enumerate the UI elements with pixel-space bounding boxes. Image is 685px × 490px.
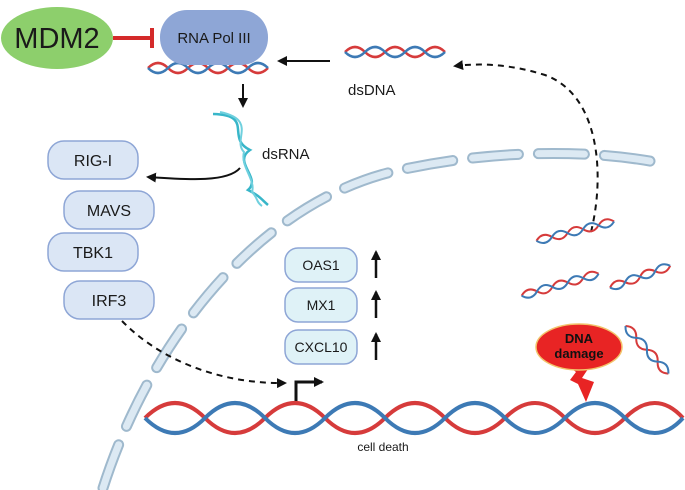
dsdna-label: dsDNA [348,82,396,99]
mdm2-label: MDM2 [14,23,99,55]
dna-damage-line1: DNA [565,331,594,346]
mdm2-inhibits-pol [113,28,154,48]
cytosolic-dna-fragment [535,218,615,245]
dna-damage-badge: DNA damage [535,323,623,402]
mavs-box: MAVS [63,190,155,230]
cytosolic-dna-to-dsdna-arrow [453,60,599,233]
rig-i-box: RIG-I [47,140,139,180]
oas1-box: OAS1 [284,247,358,283]
oas1-label: OAS1 [302,257,340,273]
tbk1-label: TBK1 [73,245,113,262]
rna-pol-iii-label: RNA Pol III [177,30,250,47]
dsrna-helix [212,111,269,207]
tbk1-box: TBK1 [47,232,139,272]
cxcl10-box: CXCL10 [284,329,358,365]
mx1-label: MX1 [307,297,336,313]
nuclear-membrane [97,147,671,490]
cytosolic-dna-fragment [609,263,672,291]
dsdna-helix [344,45,446,59]
mavs-label: MAVS [87,203,131,220]
irf3-label: IRF3 [92,293,127,310]
irf3-to-promoter-arrow [121,320,287,389]
mdm2-node: MDM2 [1,7,113,69]
pol-template-dna [147,61,269,75]
mx1-box: MX1 [284,287,358,323]
dsrna-label: dsRNA [262,146,310,163]
cytosolic-dna-fragment [520,270,600,299]
dna-damage-line2: damage [554,346,603,361]
rna-pol-iii-node: RNA Pol III [160,10,268,65]
cytosolic-dna-fragment [624,325,670,375]
cxcl10-label: CXCL10 [295,339,348,355]
rig-i-label: RIG-I [74,153,112,170]
irf3-box: IRF3 [63,280,155,320]
cell-death-label: cell death [357,440,408,454]
dsrna-to-rigi-arrow [146,167,241,183]
transcription-start-arrow [294,377,324,404]
genomic-dna-helix [143,401,685,435]
